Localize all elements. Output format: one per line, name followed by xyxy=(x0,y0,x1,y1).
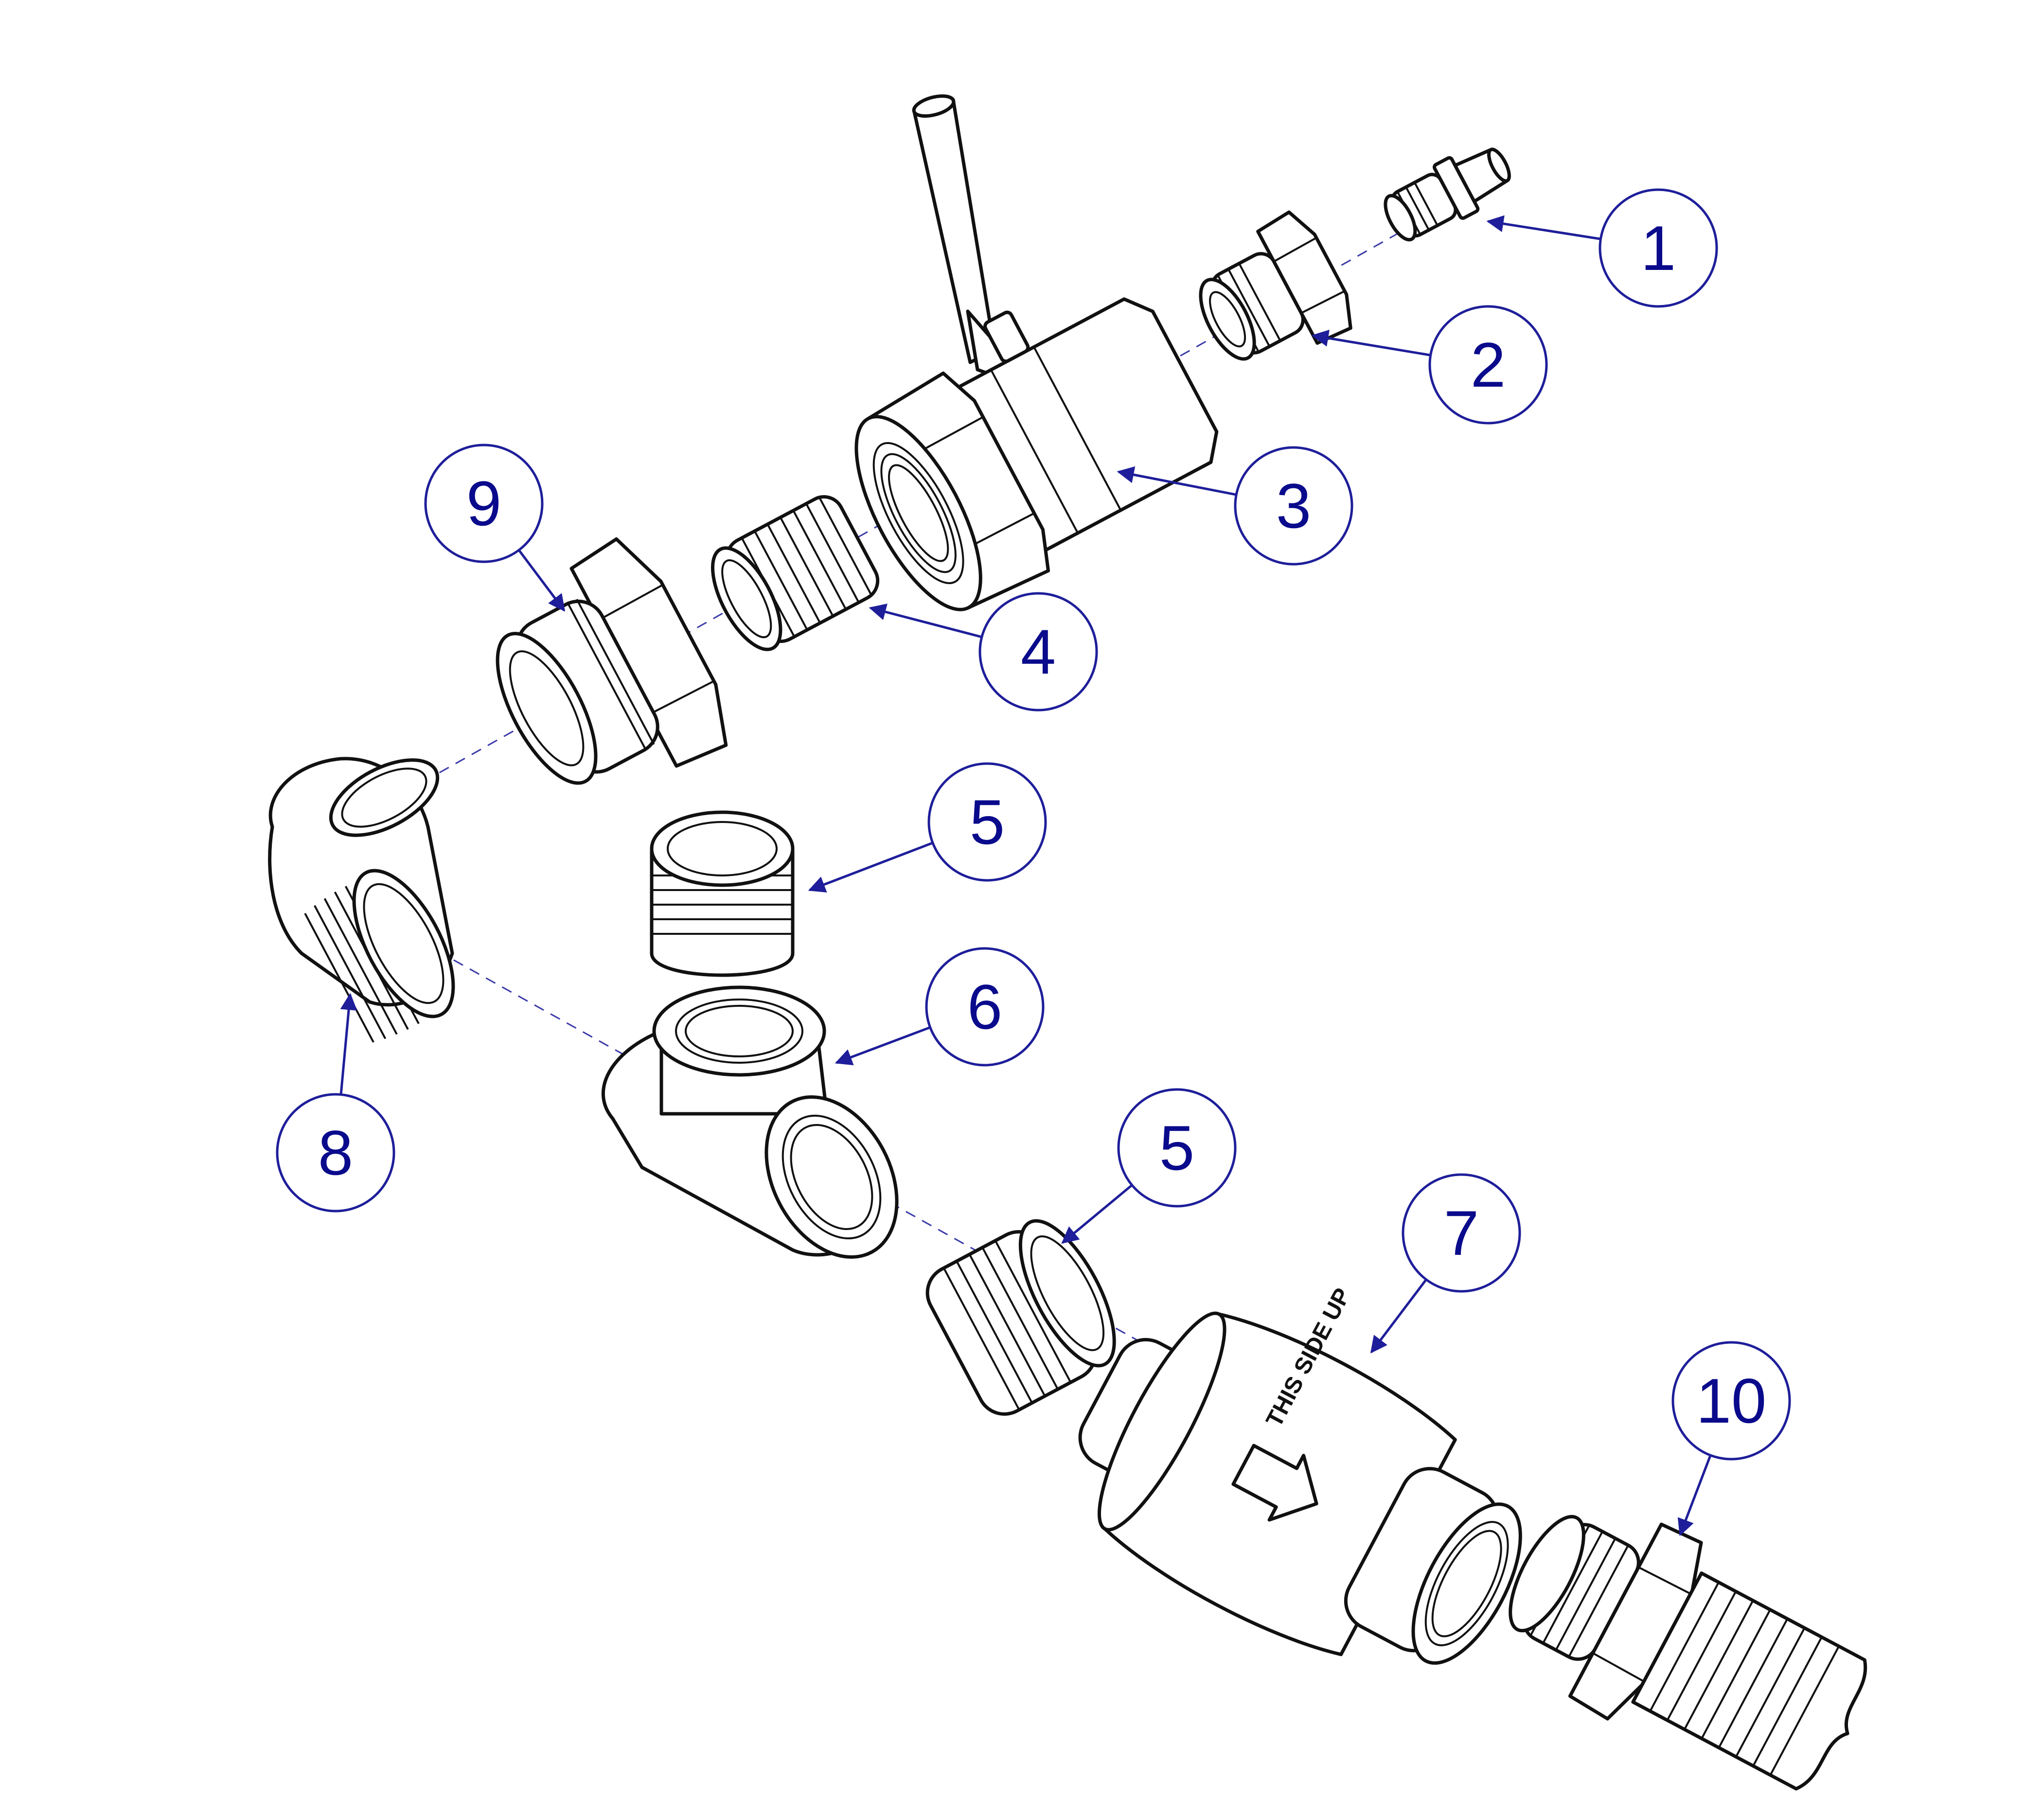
callout-leader-c6 xyxy=(835,1026,931,1066)
callout-number-c2: 2 xyxy=(1471,329,1506,400)
part-9-hex-bushing xyxy=(496,537,728,785)
part-2-hex-bushing xyxy=(1199,210,1352,361)
callout-layer: 1 2 3 4 5 6 5 7 8 9 10 xyxy=(276,188,1791,1536)
callout-number-c3: 3 xyxy=(1276,470,1311,541)
callout-leader-c3 xyxy=(1117,466,1237,496)
callout-number-c10: 10 xyxy=(1696,1365,1767,1436)
callout-leader-c5b xyxy=(1061,1184,1133,1244)
callout-number-c6: 6 xyxy=(967,971,1002,1042)
callout-balloon-c6 xyxy=(925,947,1045,1067)
part-4-close-nipple xyxy=(711,495,880,651)
callout-leader-c7 xyxy=(1370,1279,1427,1354)
part-7-check-valve: THIS SIDE UP xyxy=(1078,1284,1522,1665)
callout-leader-c9 xyxy=(518,549,566,612)
callout-balloon-c7 xyxy=(1402,1173,1521,1293)
callout-balloon-c8 xyxy=(276,1093,395,1213)
callout-balloon-c5a xyxy=(927,762,1047,882)
callout-number-c5b: 5 xyxy=(1159,1112,1194,1183)
callout-number-c8: 8 xyxy=(318,1117,353,1188)
callout-balloon-c1 xyxy=(1599,188,1718,308)
callout-leader-c1 xyxy=(1486,215,1601,240)
callout-leader-c2 xyxy=(1311,329,1431,357)
callout-balloon-c10 xyxy=(1671,1341,1791,1461)
callout-balloon-c3 xyxy=(1234,446,1353,566)
callout-leader-c8 xyxy=(339,993,357,1095)
callout-leader-c4 xyxy=(869,604,982,639)
callout-leader-c10 xyxy=(1677,1455,1712,1536)
callout-balloon-c4 xyxy=(978,592,1098,712)
corrugated-hose xyxy=(1631,1571,1867,1791)
callout-number-c5a: 5 xyxy=(970,786,1005,857)
callout-number-c9: 9 xyxy=(466,468,501,539)
callout-number-c7: 7 xyxy=(1444,1197,1479,1268)
part-5-nipple-lower xyxy=(925,1219,1116,1416)
callout-balloon-c5b xyxy=(1117,1088,1237,1208)
part-6-tee xyxy=(602,985,899,1259)
callout-number-c1: 1 xyxy=(1641,213,1676,284)
part-8-elbow xyxy=(268,757,455,1043)
callout-number-c4: 4 xyxy=(1021,616,1056,687)
callout-balloon-c9 xyxy=(424,444,544,563)
callout-leader-c5a xyxy=(808,841,933,893)
flow-arrow-icon xyxy=(1231,1444,1318,1522)
valve-lever-handle xyxy=(912,98,996,364)
part-3-ball-valve xyxy=(854,94,1219,611)
part-10-hose-adapter xyxy=(1509,1515,1867,1791)
part-5-nipple-upper xyxy=(650,810,795,977)
callout-balloon-c2 xyxy=(1428,305,1548,425)
part-1-barb-adapter xyxy=(1384,147,1511,242)
